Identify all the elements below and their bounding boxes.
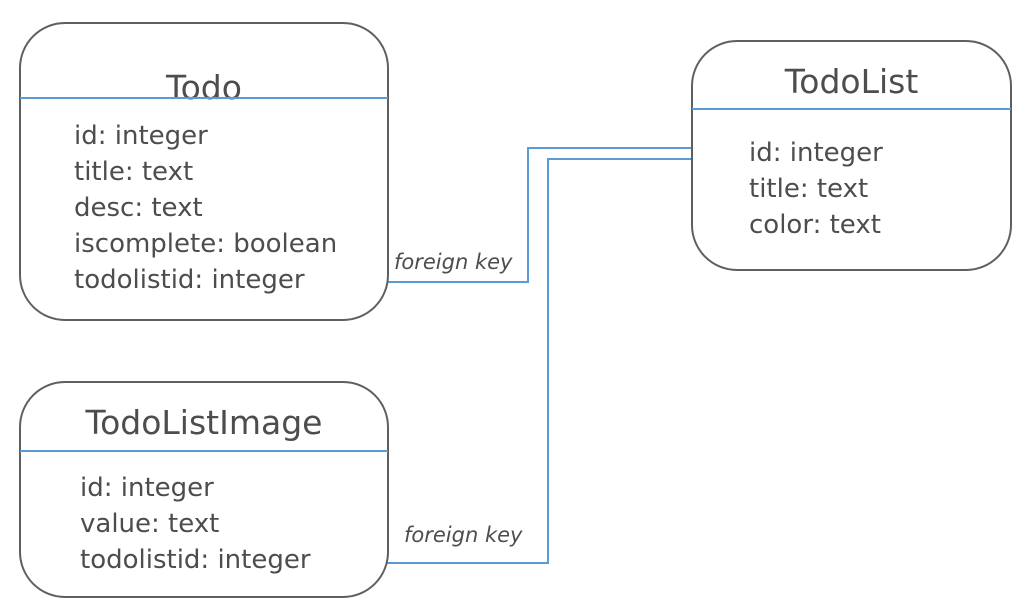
entity-todolistimage[interactable]: TodoListImage id: integer value: text to…: [19, 381, 389, 598]
field-todo-id: id: integer: [74, 121, 208, 151]
field-todo-title: title: text: [74, 157, 194, 187]
entity-fields-todo: id: integer title: text desc: text iscom…: [74, 118, 337, 298]
entity-todolist[interactable]: TodoList id: integer title: text color: …: [691, 40, 1012, 271]
field-todolist-id: id: integer: [749, 138, 883, 168]
entity-fields-todolistimage: id: integer value: text todolistid: inte…: [80, 470, 311, 578]
entity-divider: [692, 108, 1011, 110]
field-todo-desc: desc: text: [74, 193, 203, 223]
entity-title-todo: Todo: [166, 68, 242, 107]
fk-label-todo: foreign key: [394, 250, 513, 274]
fk-connector-todo-to-todolist: [343, 143, 712, 283]
field-todolistimage-todolistid: todolistid: integer: [80, 545, 311, 575]
fk-connector-todolistimage-to-todolist: [326, 154, 734, 564]
field-todo-todolistid: todolistid: integer: [74, 265, 305, 295]
entity-title-todolistimage: TodoListImage: [85, 403, 323, 442]
field-todolistimage-id: id: integer: [80, 473, 214, 503]
entity-todo[interactable]: Todo id: integer title: text desc: text …: [19, 22, 389, 321]
field-todolist-color: color: text: [749, 210, 881, 240]
entity-divider: [20, 450, 388, 452]
field-todo-iscomplete: iscomplete: boolean: [74, 229, 338, 259]
field-todolistimage-value: value: text: [80, 509, 220, 539]
entity-divider: [20, 97, 388, 99]
field-todolist-title: title: text: [749, 174, 869, 204]
entity-title-todolist: TodoList: [784, 62, 919, 101]
fk-label-todolistimage: foreign key: [404, 523, 523, 547]
entity-fields-todolist: id: integer title: text color: text: [749, 135, 883, 243]
